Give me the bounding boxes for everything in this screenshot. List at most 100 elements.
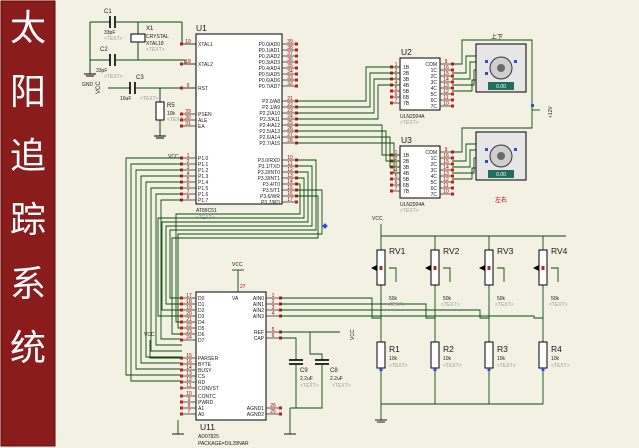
- u1-pin-number: 9: [187, 83, 190, 89]
- u3-pin-name: COM: [425, 150, 437, 156]
- u1-pin-name: P0.1/AD1: [259, 48, 281, 54]
- motor-top[interactable]: 0.00 上下: [475, 33, 527, 93]
- u2-pin-name: 7C: [431, 104, 438, 110]
- potentiometers[interactable]: RV150k<TEXT>RV250k<TEXT>RV350k<TEXT>RV45…: [371, 246, 568, 308]
- u11-pin-marker: [180, 296, 183, 300]
- u1-pin-number: 23: [287, 108, 293, 114]
- u11-pin-marker: [180, 302, 183, 306]
- c3-ref: C3: [136, 75, 144, 81]
- u3-pin-name: 7B: [403, 189, 410, 195]
- u11-pin-name: D5: [198, 326, 205, 332]
- v12-label: +12V: [548, 106, 554, 118]
- u11-pin-marker: [180, 308, 183, 312]
- pot-text: <TEXT>: [495, 302, 514, 308]
- u3-ref: U3: [401, 135, 412, 145]
- vcc-label-sensors: VCC: [372, 216, 383, 222]
- u3-pin-name: 2B: [403, 159, 410, 165]
- pot-ref: RV2: [443, 246, 460, 256]
- u11-pin-name: BYTE: [198, 362, 212, 368]
- title-char-2: 阳: [10, 72, 46, 113]
- u11-pin-name: CONVST: [198, 386, 219, 392]
- pot-wiper-icon: [425, 265, 431, 271]
- vcc-label-p1: VCC: [168, 154, 179, 160]
- u1-pin-number: 32: [287, 81, 293, 87]
- u1-pin-name: P1.0: [198, 156, 209, 162]
- u11-pin-name: D1: [198, 302, 205, 308]
- u1-pin-marker: [295, 48, 298, 52]
- vcc-label-ref: VCC: [350, 329, 356, 340]
- u1-body: [195, 33, 283, 205]
- u3-pin-name: 1B: [403, 153, 410, 159]
- u3-pin-marker: [390, 171, 393, 175]
- u3-pin-marker: [451, 156, 454, 160]
- u2-pin-name: 4B: [403, 83, 410, 89]
- u11-pin-marker: [180, 332, 183, 336]
- gnd-label-osc: GND: [82, 82, 94, 88]
- u3-pin-number: 1: [395, 150, 398, 156]
- oscillator-labels: C1 33pF <TEXT> X1 CRYSTAL XTAL18 <TEXT> …: [82, 9, 169, 88]
- u1-pin-number: 19: [185, 39, 191, 45]
- p2-bus-wires: [296, 66, 400, 174]
- u1-pin-name: PSEN: [198, 112, 212, 118]
- pot-value: 50k: [497, 296, 506, 302]
- u1-pin-name: P2.3/A11: [260, 117, 280, 123]
- u11-pin-name: BUSY: [198, 368, 212, 374]
- u2-pin-number: 15: [443, 71, 449, 77]
- u2-pin-number: 12: [443, 89, 449, 95]
- u1-pin-name: P1.1: [198, 162, 209, 168]
- u1-pin-name: P2.6/A14: [259, 135, 280, 141]
- u11-pin-name: AIN3: [253, 314, 264, 320]
- u2-ref: U2: [401, 47, 412, 57]
- u1-pin-marker: [295, 200, 298, 204]
- u11-pin-number: 21: [186, 317, 192, 323]
- u11-pin-name: AIN0: [253, 296, 264, 302]
- u3-pin-marker: [451, 180, 454, 184]
- u11-pin-marker: [180, 406, 183, 410]
- c8-ref: C8: [330, 368, 338, 374]
- resistor-body: [484, 341, 494, 369]
- u1-pin-number: 15: [287, 185, 293, 191]
- u11-pin-name: AIN2: [253, 308, 264, 314]
- u2-pin-number: 6: [395, 92, 398, 98]
- pot-text: <TEXT>: [387, 302, 406, 308]
- r5-text: <TEXT>: [167, 117, 186, 123]
- motor-bottom[interactable]: 0.00 左右: [475, 131, 527, 204]
- u11-pin-marker: [279, 406, 282, 410]
- oscillator-section[interactable]: [84, 16, 196, 77]
- u11-pin-name: A0: [198, 412, 204, 418]
- u11-pin-number: 1: [272, 293, 275, 299]
- u11-pin-name: AIN1: [253, 302, 264, 308]
- u11-pin-name: CAP: [254, 336, 265, 342]
- title-char-1: 太: [10, 8, 46, 49]
- resistor-marker: [379, 368, 383, 371]
- u11-pin-number: 13: [186, 371, 192, 377]
- reset-section[interactable]: [108, 82, 196, 139]
- resistor-body: [538, 341, 548, 369]
